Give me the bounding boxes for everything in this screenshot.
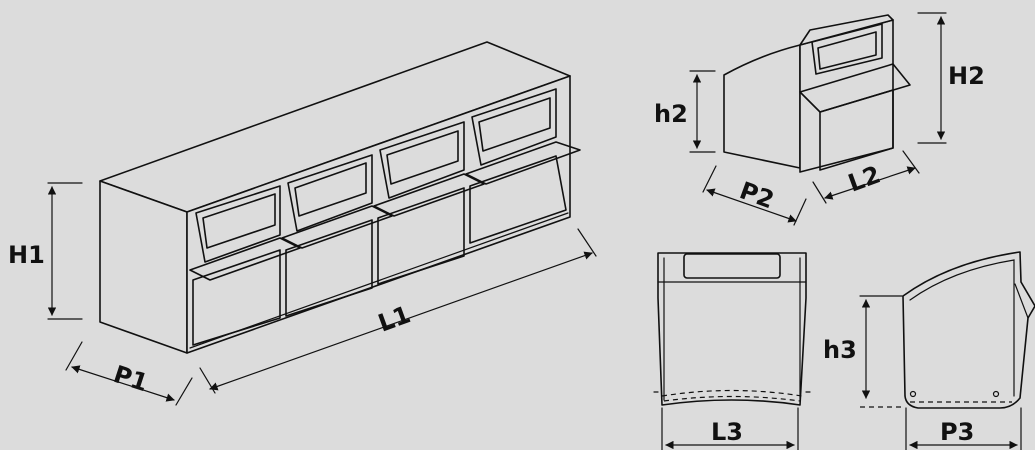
bin-front-face [799,19,894,173]
label-L3: L3 [711,418,743,446]
dimension-h3: h3 [823,295,903,408]
label-L1: L1 [374,300,414,337]
front-view-body [657,252,807,406]
bin-side-face [723,44,801,169]
label-P3: P3 [940,418,974,446]
cabinet-side-face [99,180,188,354]
dimension-P2: P2 [702,165,807,226]
label-h3: h3 [823,336,857,364]
dimension-H2: H2 [917,12,985,144]
label-h2: h2 [654,100,688,128]
side-profile-figure [902,251,1035,409]
label-P2: P2 [736,176,778,214]
dimension-h2: h2 [654,70,716,153]
cabinet-figure [99,41,581,354]
drawer-4 [465,88,581,244]
label-L2: L2 [844,160,884,197]
side-profile-body [902,251,1035,409]
dimension-P1: P1 [65,341,193,406]
front-view-figure [653,252,811,406]
label-P1: P1 [110,360,151,397]
label-H1: H1 [8,241,45,269]
single-bin-figure [723,14,911,173]
dimension-P3: P3 [905,407,1022,450]
dimension-L3: L3 [661,407,799,450]
dimension-H1: H1 [8,182,83,320]
label-H2: H2 [948,62,985,90]
